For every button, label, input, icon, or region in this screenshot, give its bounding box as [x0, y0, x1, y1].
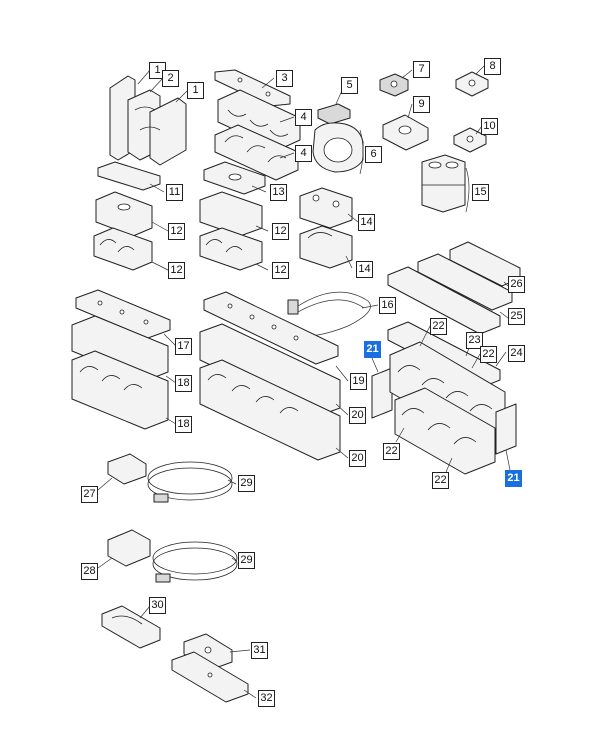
callout-12: 12 — [272, 262, 289, 279]
callout-26: 26 — [508, 276, 525, 293]
callout-5: 5 — [341, 77, 358, 94]
callout-29: 29 — [238, 552, 255, 569]
callout-23: 23 — [466, 332, 483, 349]
callout-27: 27 — [81, 486, 98, 503]
callout-19: 19 — [350, 373, 367, 390]
callout-31: 31 — [251, 642, 268, 659]
callout-17: 17 — [175, 338, 192, 355]
callout-22: 22 — [432, 472, 449, 489]
part-plates-stack — [387, 241, 521, 389]
callout-14: 14 — [358, 214, 375, 231]
part-round-clamp-halves — [299, 187, 353, 269]
part-weld-plate — [382, 114, 429, 151]
callout-2: 2 — [162, 70, 179, 87]
part-saddle-on-plate — [171, 633, 249, 703]
callout-18: 18 — [175, 375, 192, 392]
callout-3: 3 — [276, 70, 293, 87]
callout-30: 30 — [149, 597, 166, 614]
part-clamp-assembly — [371, 341, 517, 475]
callout-25: 25 — [508, 308, 525, 325]
part-clamp-halves — [214, 89, 301, 181]
callout-10: 10 — [481, 118, 498, 135]
callout-18: 18 — [175, 416, 192, 433]
callout-7: 7 — [413, 61, 430, 78]
callout-1: 1 — [187, 82, 204, 99]
part-stacked-clamp — [421, 154, 466, 213]
part-cover-plate — [214, 69, 291, 107]
callout-12: 12 — [168, 262, 185, 279]
callout-8: 8 — [484, 58, 501, 75]
callout-22: 22 — [383, 443, 400, 460]
part-block-set-middle — [199, 161, 266, 271]
callout-16: 16 — [379, 297, 396, 314]
part-cable-tie — [287, 291, 371, 337]
callout-21-highlighted[interactable]: 21 — [364, 341, 381, 358]
part-single-clamp — [312, 103, 364, 173]
callout-22: 22 — [480, 346, 497, 363]
callout-20: 20 — [349, 407, 366, 424]
callout-22: 22 — [430, 318, 447, 335]
callout-11: 11 — [166, 184, 183, 201]
callout-4: 4 — [295, 145, 312, 162]
callout-4: 4 — [295, 109, 312, 126]
callout-6: 6 — [365, 146, 382, 163]
callout-13: 13 — [270, 184, 287, 201]
callout-28: 28 — [81, 563, 98, 580]
part-block-set-left — [93, 161, 161, 271]
callout-9: 9 — [413, 96, 430, 113]
part-hose-clamp-upper — [107, 453, 233, 503]
callout-12: 12 — [168, 223, 185, 240]
part-triple-block-set — [71, 289, 171, 430]
callout-21-highlighted[interactable]: 21 — [505, 470, 522, 487]
callout-24: 24 — [508, 345, 525, 362]
part-long-block-set — [199, 291, 341, 461]
callout-15: 15 — [472, 184, 489, 201]
callout-32: 32 — [258, 690, 275, 707]
part-bracket-clamp — [109, 75, 187, 166]
callout-20: 20 — [349, 450, 366, 467]
part-saddle-clip — [101, 605, 161, 649]
part-small-clips — [379, 71, 489, 153]
callout-29: 29 — [238, 475, 255, 492]
leader-lines — [97, 65, 511, 699]
callout-14: 14 — [356, 261, 373, 278]
part-hose-clamp-lower — [107, 529, 238, 583]
callout-12: 12 — [272, 223, 289, 240]
